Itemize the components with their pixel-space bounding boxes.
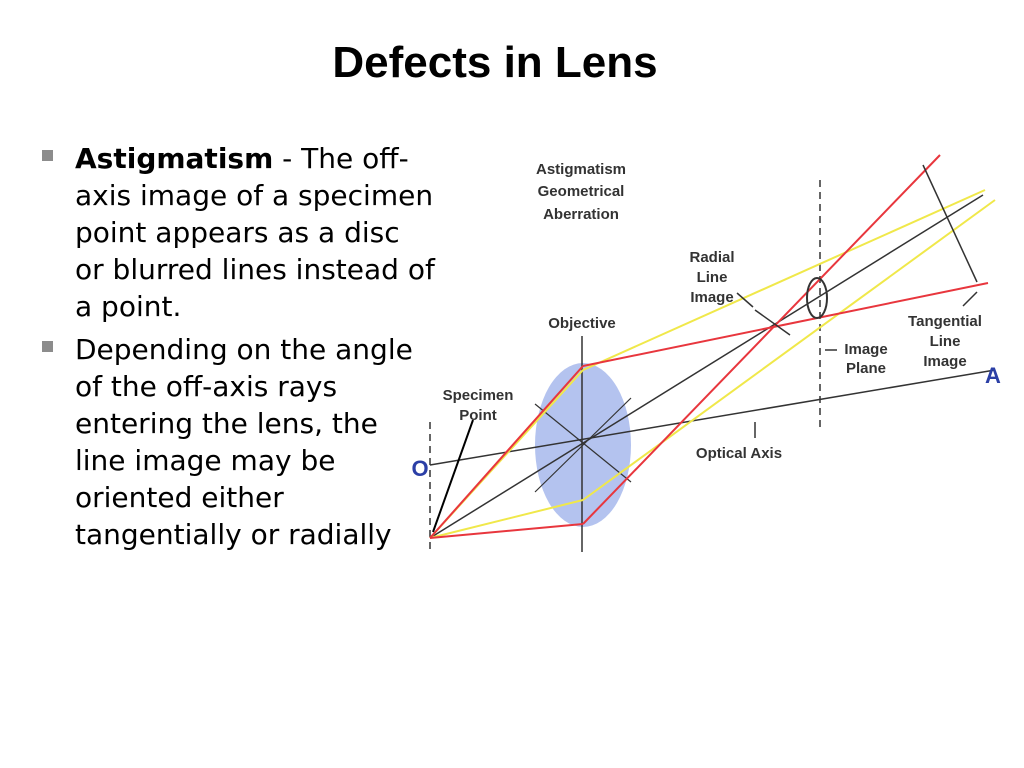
chief-ray-line bbox=[429, 194, 984, 539]
diagram-heading-line-3: Aberration bbox=[543, 206, 619, 223]
square-bullet-icon bbox=[42, 150, 53, 161]
bullet-term: Astigmatism bbox=[75, 142, 274, 175]
yellow-ray bbox=[582, 199, 996, 501]
lens-chord-line bbox=[534, 397, 632, 493]
specimen-point-label-line-1: Specimen bbox=[443, 387, 514, 404]
tangential-line-image-label-line-1: Tangential bbox=[908, 313, 982, 330]
lens-chord-line bbox=[534, 403, 632, 483]
red-ray bbox=[582, 154, 941, 525]
diagram-heading-line-2: Geometrical bbox=[538, 183, 625, 200]
yellow-ray bbox=[582, 189, 986, 371]
diagram-heading-line-1: Astigmatism bbox=[536, 161, 626, 178]
image-plane-label-line-2: Plane bbox=[846, 360, 886, 377]
radial-line-image-label-line-3: Image bbox=[690, 289, 733, 306]
tangential-leader-line bbox=[962, 291, 978, 307]
radial-line-image-label-line-1: Radial bbox=[689, 249, 734, 266]
bullet-text: - The off-axis image of a specimen point… bbox=[75, 142, 435, 323]
specimen-point-label-line-2: Point bbox=[459, 407, 497, 424]
bullet-text: Depending on the angle of the off-axis r… bbox=[75, 333, 413, 551]
point-a-label: A bbox=[985, 363, 1001, 388]
yellow-ray bbox=[429, 499, 584, 539]
square-bullet-icon bbox=[42, 341, 53, 352]
image-plane-label-line-1: Image bbox=[844, 341, 887, 358]
red-ray bbox=[582, 282, 989, 367]
astigmatism-diagram: Astigmatism Geometrical Aberration Objec… bbox=[411, 154, 1001, 552]
image-ellipse bbox=[806, 277, 828, 319]
specimen-leader-line bbox=[432, 419, 474, 533]
radial-leader-line bbox=[736, 292, 754, 308]
red-ray bbox=[429, 523, 584, 539]
bullet-list: Astigmatism - The off-axis image of a sp… bbox=[40, 140, 435, 559]
bullet-astigmatism: Astigmatism - The off-axis image of a sp… bbox=[40, 140, 435, 325]
tangential-line-image-label-line-2: Line bbox=[930, 333, 961, 350]
optical-axis-label: Optical Axis bbox=[696, 445, 782, 462]
bullet-orientation: Depending on the angle of the off-axis r… bbox=[40, 331, 435, 553]
red-ray bbox=[429, 365, 584, 539]
radial-line-image bbox=[754, 309, 791, 336]
optical-axis-line bbox=[429, 369, 996, 466]
slide-title: Defects in Lens bbox=[332, 38, 658, 87]
radial-line-image-label-line-2: Line bbox=[697, 269, 728, 286]
tangential-line-image-label-line-3: Image bbox=[923, 353, 966, 370]
point-o-label: O bbox=[411, 456, 428, 481]
objective-label: Objective bbox=[548, 315, 616, 332]
tangential-line-image bbox=[922, 164, 978, 283]
